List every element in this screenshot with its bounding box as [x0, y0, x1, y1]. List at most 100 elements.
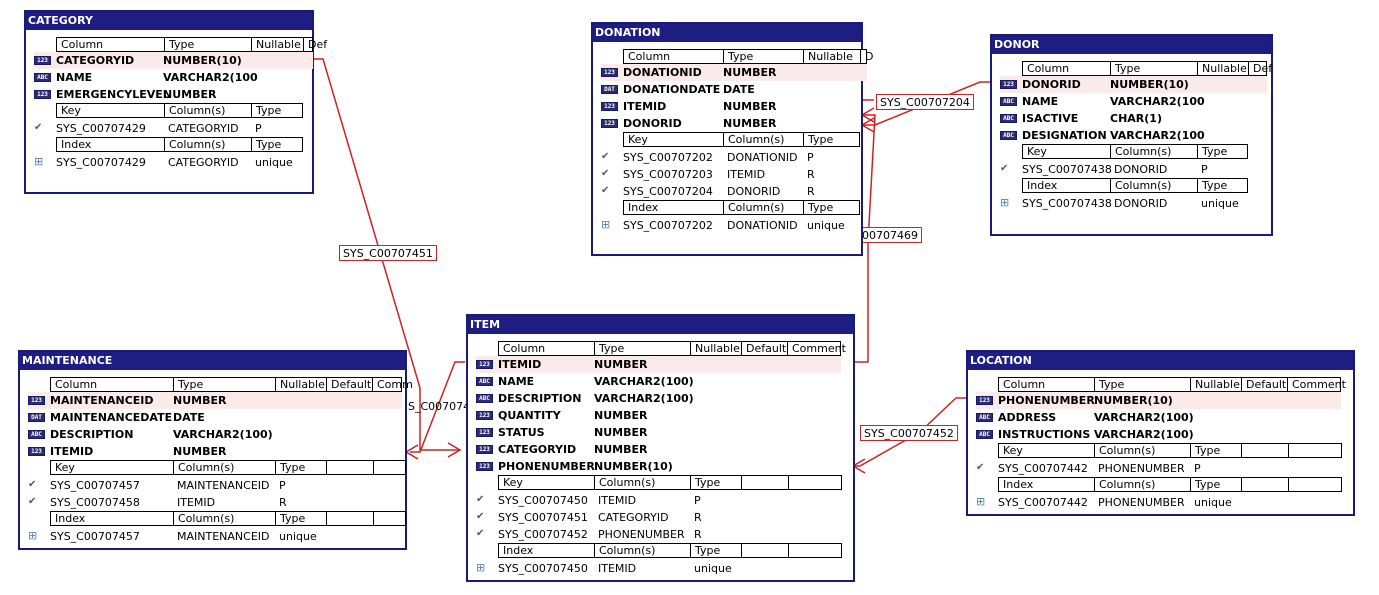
key-header-empty-cell — [788, 475, 842, 490]
relation-label-category-item[interactable]: SYS_C00707451 — [339, 245, 437, 261]
key-header-cell: Key — [998, 443, 1094, 458]
key-header-empty-cell — [741, 475, 788, 490]
column-name: ISACTIVE — [1022, 112, 1079, 125]
key-icon: ✔ — [1000, 163, 1009, 174]
index-icon: ⊞ — [476, 561, 486, 574]
index-icon: ⊞ — [28, 529, 38, 542]
relation-label-item-donation[interactable]: 00707469 — [858, 227, 922, 243]
column-name: CATEGORYID — [498, 443, 577, 456]
column-name: MAINTENANCEID — [50, 394, 154, 407]
column-type: DATE — [723, 83, 755, 96]
relation-label-item-maintenance[interactable]: S_C007074 — [408, 400, 471, 413]
column-header-cell: Type — [173, 377, 275, 392]
index-header-cell: Column(s) — [723, 200, 803, 215]
link-category-item — [313, 58, 460, 451]
index-header-empty-cell — [373, 511, 406, 526]
key-header-empty-cell — [1241, 443, 1288, 458]
column-type: VARCHAR2(100) — [1094, 428, 1194, 441]
column-type: VARCHAR2(100) — [173, 428, 273, 441]
key-name: SYS_C00707452 — [498, 528, 588, 541]
column-header-cell: Column — [998, 377, 1094, 392]
column-name: NAME — [1022, 95, 1059, 108]
index-type: unique — [1194, 496, 1232, 509]
column-header-cell: Nullable — [251, 37, 303, 52]
key-header-cell: Key — [498, 475, 594, 490]
column-type: NUMBER — [173, 445, 227, 458]
key-type: R — [807, 168, 815, 181]
text-type-icon: ABC — [28, 430, 45, 439]
number-type-icon: 123 — [476, 445, 493, 454]
column-type: NUMBER(10) — [163, 54, 242, 67]
column-name: MAINTENANCEDATE — [50, 411, 173, 424]
index-columns: DONATIONID — [727, 219, 798, 232]
column-type: VARCHAR2(100 — [163, 71, 258, 84]
column-header-cell: Comm — [372, 377, 413, 392]
key-header-cell: Type — [1197, 144, 1248, 159]
index-name: SYS_C00707429 — [56, 156, 146, 169]
column-type: NUMBER(10) — [1110, 78, 1189, 91]
relation-label-item-location[interactable]: SYS_C00707452 — [860, 425, 958, 441]
column-type: NUMBER — [163, 88, 217, 101]
relation-label-donor-donation[interactable]: SYS_C00707204 — [876, 94, 974, 110]
index-header-cell: Index — [623, 200, 723, 215]
number-type-icon: 123 — [34, 90, 51, 99]
text-type-icon: ABC — [476, 377, 493, 386]
column-type: NUMBER — [723, 66, 777, 79]
key-header-cell: Type — [251, 103, 303, 118]
number-type-icon: 123 — [1000, 80, 1017, 89]
number-type-icon: 123 — [601, 102, 618, 111]
key-type: R — [807, 185, 815, 198]
column-type: VARCHAR2(100) — [594, 392, 694, 405]
key-columns: ITEMID — [727, 168, 766, 181]
